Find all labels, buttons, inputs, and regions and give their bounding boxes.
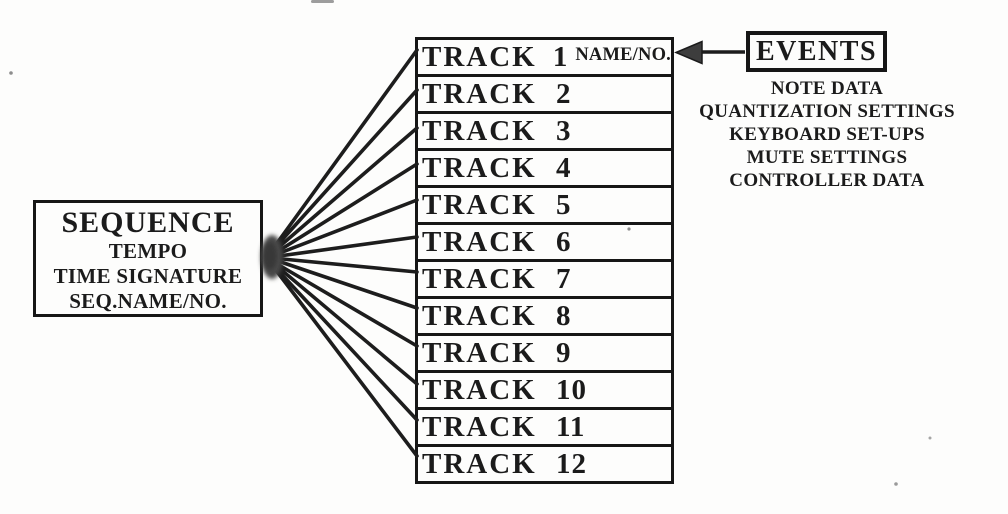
events-arrowhead-icon — [674, 40, 703, 65]
track-label: TRACK — [422, 447, 537, 480]
track-label: TRACK — [422, 336, 537, 369]
track-row-7: TRACK 7 — [418, 262, 671, 299]
track-number: 7 — [556, 262, 572, 295]
connector-track-11 — [270, 262, 419, 422]
event-item-mute-settings: MUTE SETTINGS — [746, 147, 908, 168]
event-item-quantization-settings: QUANTIZATION SETTINGS — [699, 101, 955, 122]
track-number: 2 — [556, 77, 572, 110]
track-row-2: TRACK 2 — [418, 77, 671, 114]
track-label: TRACK — [422, 151, 537, 184]
track-number: 6 — [556, 225, 572, 258]
event-item-controller-data: CONTROLLER DATA — [729, 170, 925, 191]
scan-artifact — [894, 482, 898, 486]
connector-track-6 — [270, 235, 419, 259]
events-title: EVENTS — [755, 35, 878, 67]
sequence-box: SEQUENCE TEMPO TIME SIGNATURE SEQ.NAME/N… — [33, 200, 263, 317]
track-name-no-label: NAME/NO. — [575, 44, 671, 65]
track-label: TRACK — [422, 410, 537, 443]
scan-artifact — [9, 71, 13, 75]
sequence-attr-seq-name-no: SEQ.NAME/NO. — [69, 289, 227, 313]
track-list: TRACK 1 NAME/NO. TRACK 2 TRACK 3 TRACK 4… — [415, 37, 674, 484]
event-item-keyboard-setups: KEYBOARD SET-UPS — [729, 124, 925, 145]
track-number: 10 — [556, 373, 587, 406]
connector-track-8 — [270, 257, 419, 310]
track-label: TRACK — [422, 299, 537, 332]
track-label: TRACK — [422, 373, 537, 406]
connector-track-10 — [270, 260, 419, 386]
track-row-4: TRACK 4 — [418, 151, 671, 188]
track-row-8: TRACK 8 — [418, 299, 671, 336]
track-row-3: TRACK 3 — [418, 114, 671, 151]
track-label: TRACK — [422, 40, 537, 73]
track-number: 8 — [556, 299, 572, 332]
connector-track-2 — [270, 88, 419, 253]
connector-track-5 — [270, 198, 419, 258]
connector-hub-core — [263, 242, 277, 270]
connector-hub-blob — [261, 235, 283, 279]
track-row-11: TRACK 11 — [418, 410, 671, 447]
track-label: TRACK — [422, 225, 537, 258]
sequence-attr-time-signature: TIME SIGNATURE — [53, 264, 243, 288]
connector-track-1 — [270, 48, 419, 252]
track-number: 4 — [556, 151, 572, 184]
scan-artifact — [311, 0, 334, 3]
track-number: 12 — [556, 447, 587, 480]
event-item-note-data: NOTE DATA — [770, 78, 884, 99]
connector-track-7 — [270, 256, 419, 274]
scan-artifact — [928, 436, 932, 440]
track-row-6: TRACK 6 — [418, 225, 671, 262]
events-arrow — [674, 40, 745, 65]
track-row-1: TRACK 1 NAME/NO. — [418, 40, 671, 77]
sequence-attr-tempo: TEMPO — [108, 239, 188, 263]
events-list: NOTE DATA QUANTIZATION SETTINGS KEYBOARD… — [682, 77, 972, 192]
track-label: TRACK — [422, 262, 537, 295]
connector-track-12 — [270, 263, 419, 458]
track-number: 1 — [552, 40, 569, 73]
track-row-10: TRACK 10 — [418, 373, 671, 410]
connector-track-9 — [270, 259, 419, 348]
track-number: 9 — [556, 336, 572, 369]
connector-track-4 — [270, 162, 419, 257]
track-number: 5 — [556, 188, 572, 221]
events-box: EVENTS — [746, 31, 887, 72]
track-number: 3 — [556, 114, 572, 147]
connector-track-3 — [270, 126, 419, 255]
track-row-5: TRACK 5 — [418, 188, 671, 225]
track-label: TRACK — [422, 77, 537, 110]
sequence-track-connectors — [270, 48, 419, 458]
track-label: TRACK — [422, 114, 537, 147]
track-number: 11 — [556, 410, 586, 443]
track-row-9: TRACK 9 — [418, 336, 671, 373]
track-row-12: TRACK 12 — [418, 447, 671, 481]
track-label: TRACK — [422, 188, 537, 221]
sequence-title: SEQUENCE — [61, 206, 235, 239]
